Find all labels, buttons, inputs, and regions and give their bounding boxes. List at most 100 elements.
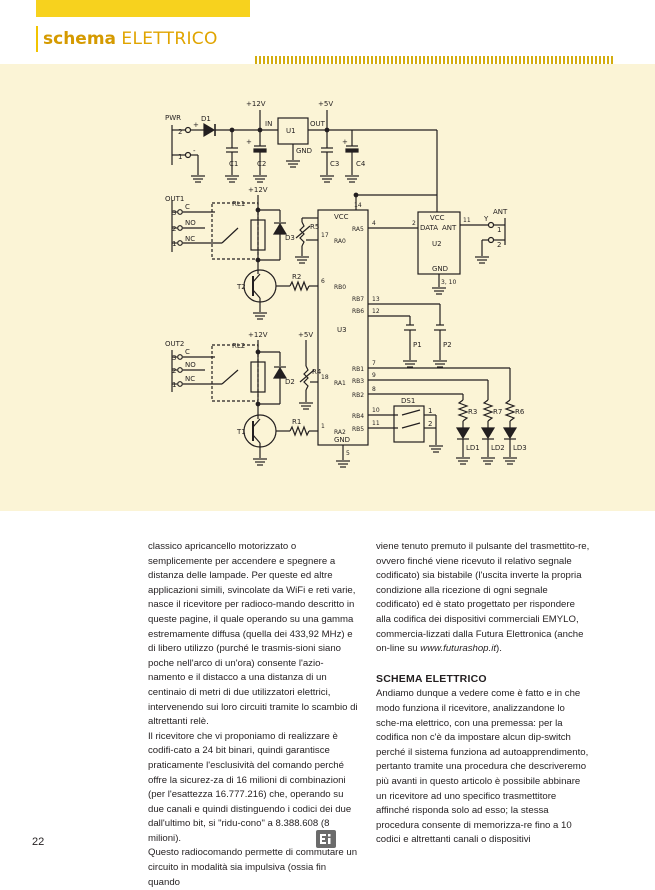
website-link[interactable]: www.futurashop.it xyxy=(420,643,496,655)
trimmer-r5 xyxy=(299,221,305,247)
label-out1-no: NO xyxy=(185,219,196,227)
label-out2-1: 1 xyxy=(172,381,176,389)
label-r5: R5 xyxy=(310,223,319,231)
u3-pin-rb7: RB7 xyxy=(352,296,364,303)
pin-number-8: 8 xyxy=(372,386,376,393)
label-u3-vcc: VCC xyxy=(334,213,349,221)
pin-number-7: 7 xyxy=(372,360,376,367)
label-12v-c: +12V xyxy=(248,331,268,339)
label-t2: T2 xyxy=(236,283,246,291)
label-out2-c: C xyxy=(185,348,190,356)
relay-rl1 xyxy=(211,202,259,260)
u3-pin-ra2: RA2 xyxy=(334,429,346,436)
u3-pin-rb1: RB1 xyxy=(352,366,364,373)
u3-pin-ra5: RA5 xyxy=(352,226,364,233)
label-u1: U1 xyxy=(286,127,296,135)
label-u2-ant: ANT xyxy=(442,224,457,232)
label-rl2: RL2 xyxy=(232,342,245,350)
pwr-connector xyxy=(171,125,192,165)
intro-text-end: ). xyxy=(496,643,502,655)
label-out2-2: 2 xyxy=(172,367,176,375)
label-c2-plus: + xyxy=(246,138,252,146)
u3-pin-ra0: RA0 xyxy=(334,238,346,245)
label-d2: D2 xyxy=(285,378,295,386)
label-12v-a: +12V xyxy=(246,100,266,108)
pin-number-12: 12 xyxy=(372,308,380,315)
label-out2-nc: NC xyxy=(185,375,195,383)
pin-number-11: 11 xyxy=(372,420,380,427)
text-column-left: classico apricancello motorizzato o semp… xyxy=(148,540,358,890)
label-out2-3: 3 xyxy=(172,354,176,362)
label-pwr-plus: + xyxy=(193,121,199,129)
pushbutton-p1 xyxy=(404,324,416,342)
label-pwr-pin1: 1 xyxy=(178,153,182,161)
label-u3-gnd: GND xyxy=(334,436,350,444)
u3-pin-rb5: RB5 xyxy=(352,426,364,433)
label-p2: P2 xyxy=(443,341,452,349)
label-p1: P1 xyxy=(413,341,422,349)
pin-number-10: 10 xyxy=(372,407,380,414)
u3-pin-rb3: RB3 xyxy=(352,378,364,385)
resistor-r7 xyxy=(482,399,494,422)
label-out1-3: 3 xyxy=(172,209,176,217)
label-r7: R7 xyxy=(493,408,502,416)
circuit-schematic: +12V +5V +12V +12V +5V PWR + - 2 1 D1 C1… xyxy=(165,100,527,468)
section-title-light: ELETTRICO xyxy=(121,29,218,49)
label-ant-2: 2 xyxy=(497,241,501,249)
paragraph: Il ricevitore che vi proponiamo di reali… xyxy=(148,730,352,844)
u3-pin-rb4: RB4 xyxy=(352,413,364,420)
text-column-right: viene tenuto premuto il pulsante del tra… xyxy=(376,540,590,848)
label-c4: C4 xyxy=(356,160,366,168)
label-ant-y: Y xyxy=(483,215,489,223)
diode-d1 xyxy=(203,122,216,138)
label-out1-c: C xyxy=(185,203,190,211)
out2-connector xyxy=(171,350,183,392)
led-ld2 xyxy=(480,427,496,440)
out1-connector xyxy=(171,200,183,252)
label-t1: T1 xyxy=(236,428,246,436)
label-u3: U3 xyxy=(337,326,347,334)
label-r4: R4 xyxy=(312,368,322,376)
u3-pin-rb6: RB6 xyxy=(352,308,364,315)
label-ld1: LD1 xyxy=(466,444,480,452)
led-ld1 xyxy=(455,427,471,440)
label-pwr: PWR xyxy=(165,114,181,122)
label-u1-gnd: GND xyxy=(296,147,312,155)
page-number: 22 xyxy=(32,836,45,848)
label-ds1-2: 2 xyxy=(428,420,432,428)
section-heading: SCHEMA ELETTRICO xyxy=(376,672,487,685)
label-u2-gnd: GND xyxy=(432,265,448,273)
label-rl1: RL1 xyxy=(232,200,245,208)
pin-number-9: 9 xyxy=(372,372,376,379)
label-u2-data: DATA xyxy=(420,224,438,232)
label-pwr-pin2: 2 xyxy=(178,128,182,136)
resistor-r3 xyxy=(457,399,469,422)
label-u1-out: OUT xyxy=(310,120,326,128)
section-title-bold: schema xyxy=(43,29,117,49)
label-5v-a: +5V xyxy=(318,100,333,108)
label-ds1-1: 1 xyxy=(428,407,432,415)
label-out1: OUT1 xyxy=(165,195,184,203)
label-ant: ANT xyxy=(493,208,508,216)
resistor-r1 xyxy=(289,425,310,437)
pin-number-13: 13 xyxy=(372,296,380,303)
u2-pin-2: 2 xyxy=(412,220,416,227)
label-r6: R6 xyxy=(515,408,525,416)
dip-switch-ds1 xyxy=(393,405,425,443)
label-d3: D3 xyxy=(285,234,295,242)
schematic-panel: +12V +5V +12V +12V +5V PWR + - 2 1 D1 C1… xyxy=(0,64,655,511)
u2-pin-11: 11 xyxy=(463,217,471,224)
relay-coil-rl1 xyxy=(250,219,266,251)
pin-number-1: 1 xyxy=(321,423,325,430)
paragraph: Andiamo dunque a vedere come è fatto e i… xyxy=(376,688,589,846)
label-d1: D1 xyxy=(201,115,211,123)
label-out2: OUT2 xyxy=(165,340,184,348)
paragraph: classico apricancello motorizzato o semp… xyxy=(148,541,358,728)
u3-pin-ra1: RA1 xyxy=(334,380,346,387)
label-12v-b: +12V xyxy=(248,186,268,194)
label-ld2: LD2 xyxy=(491,444,505,452)
pin-number-5: 5 xyxy=(346,450,350,457)
pushbutton-p2 xyxy=(434,324,446,342)
relay-coil-rl2 xyxy=(250,361,266,393)
u3-pin-rb2: RB2 xyxy=(352,392,364,399)
